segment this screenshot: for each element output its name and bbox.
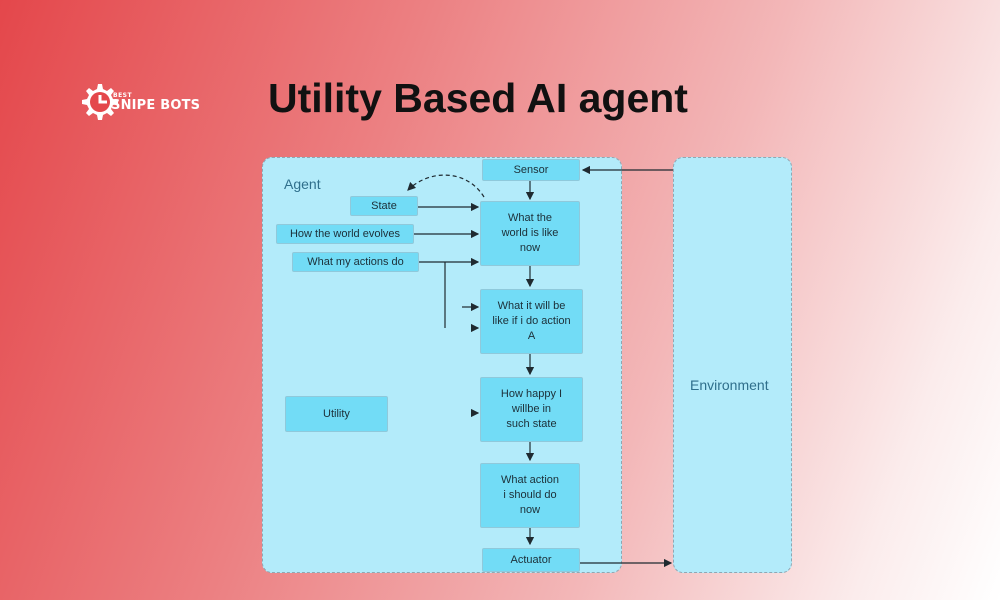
utility-box: Utility [285, 396, 388, 432]
environment-label: Environment [690, 377, 769, 393]
page-title: Utility Based AI agent [268, 75, 688, 121]
logo-text: SNIPE BOTS [111, 98, 201, 113]
agent-label: Agent [284, 176, 321, 192]
world-now-box: What the world is like now [480, 201, 580, 266]
sensor-box: Sensor [482, 159, 580, 181]
happy-box: How happy I willbe in such state [480, 377, 583, 442]
gear-icon [82, 84, 118, 120]
actions-do-box: What my actions do [292, 252, 419, 272]
world-evolves-box: How the world evolves [276, 224, 414, 244]
logo-small-text: BEST [113, 92, 133, 99]
environment-panel [673, 157, 792, 573]
actuator-box: Actuator [482, 548, 580, 572]
state-box: State [350, 196, 418, 216]
what-action-box: What action i should do now [480, 463, 580, 528]
logo [78, 78, 208, 126]
action-a-box: What it will be like if i do action A [480, 289, 583, 354]
